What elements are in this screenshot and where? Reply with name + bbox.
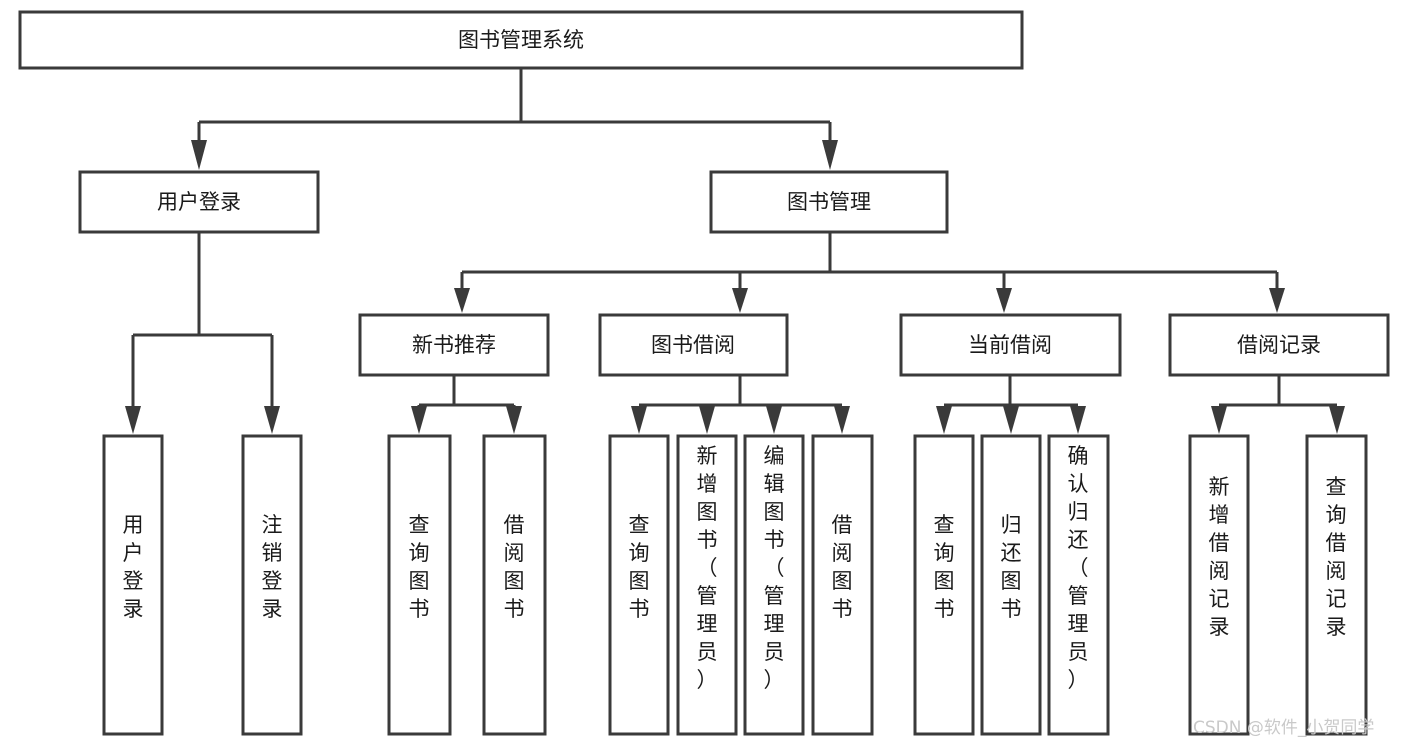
arrow-borrow-record-leaf-1: [1211, 406, 1227, 434]
user-login-box[interactable]: [78, 170, 320, 234]
node-leaf-confirm-return[interactable]: 确认归还（管理员）: [1047, 434, 1110, 736]
node-leaf-borrow-book-1[interactable]: 借阅图书: [482, 434, 547, 736]
node-current-borrow[interactable]: 当前借阅: [899, 313, 1122, 377]
book-manage-label: 图书管理: [787, 190, 871, 214]
leaf-add-record-box[interactable]: [1188, 434, 1250, 736]
arrow-book-borrow-leaf-3: [766, 406, 782, 434]
arrow-current-borrow-leaf-1: [936, 406, 952, 434]
leaf-borrow-book-2-label: 借阅图书: [832, 513, 853, 621]
arrow-to-book-borrow: [732, 288, 748, 313]
node-leaf-query-book-2[interactable]: 查询图书: [608, 434, 670, 736]
leaf-return-book-box[interactable]: [980, 434, 1042, 736]
book-borrow-box[interactable]: [598, 313, 789, 377]
leaf-confirm-return-label: 确认归还（管理员）: [1068, 444, 1089, 692]
node-leaf-user-login[interactable]: 用户登录: [102, 434, 164, 736]
current-borrow-box[interactable]: [899, 313, 1122, 377]
book-borrow-label: 图书借阅: [651, 333, 735, 357]
current-borrow-label: 当前借阅: [968, 333, 1052, 357]
leaf-user-login-box[interactable]: [102, 434, 164, 736]
leaf-edit-book-label: 编辑图书（管理员）: [764, 444, 785, 692]
node-borrow-record[interactable]: 借阅记录: [1168, 313, 1390, 377]
node-leaf-query-record[interactable]: 查询借阅记录: [1305, 434, 1368, 736]
leaf-add-book-box[interactable]: [676, 434, 738, 736]
csdn-watermark: CSDN @软件_小贺同学: [1193, 718, 1374, 738]
node-leaf-return-book[interactable]: 归还图书: [980, 434, 1042, 736]
leaf-edit-book-box[interactable]: [743, 434, 805, 736]
arrow-root-to-user-login: [191, 140, 207, 170]
leaf-borrow-book-2-box[interactable]: [811, 434, 874, 736]
user-login-label: 用户登录: [157, 190, 241, 214]
leaf-query-book-2-label: 查询图书: [629, 513, 650, 621]
leaf-borrow-book-1-box[interactable]: [482, 434, 547, 736]
node-leaf-borrow-book-2[interactable]: 借阅图书: [811, 434, 874, 736]
arrow-user-login-leaf-1: [125, 406, 141, 434]
leaf-logout-label: 注销登录: [262, 513, 283, 621]
new-book-rec-box[interactable]: [358, 313, 550, 377]
node-new-book-rec[interactable]: 新书推荐: [358, 313, 550, 377]
node-book-borrow[interactable]: 图书借阅: [598, 313, 789, 377]
arrow-current-borrow-leaf-3: [1070, 406, 1086, 434]
arrow-root-to-book-manage: [822, 140, 838, 170]
node-user-login[interactable]: 用户登录: [78, 170, 320, 234]
arrow-book-borrow-leaf-1: [631, 406, 647, 434]
borrow-record-label: 借阅记录: [1237, 333, 1321, 357]
leaf-user-login-label: 用户登录: [123, 513, 144, 621]
arrow-borrow-record-leaf-2: [1329, 406, 1345, 434]
arrow-new-book-rec-leaf-2: [506, 406, 522, 434]
arrow-book-borrow-leaf-2: [699, 406, 715, 434]
new-book-rec-label: 新书推荐: [412, 333, 496, 357]
leaf-query-book-3-box[interactable]: [913, 434, 975, 736]
leaf-add-book-label: 新增图书（管理员）: [697, 444, 718, 692]
leaf-query-book-3-label: 查询图书: [934, 513, 955, 621]
leaf-borrow-book-1-label: 借阅图书: [504, 513, 525, 621]
arrow-new-book-rec-leaf-1: [411, 406, 427, 434]
leaf-return-book-label: 归还图书: [1001, 513, 1022, 621]
leaf-confirm-return-box[interactable]: [1047, 434, 1110, 736]
node-leaf-query-book-1[interactable]: 查询图书: [387, 434, 452, 736]
arrow-to-new-book-rec: [454, 288, 470, 313]
node-leaf-edit-book[interactable]: 编辑图书（管理员）: [743, 434, 805, 736]
node-root[interactable]: 图书管理系统: [18, 10, 1024, 70]
borrow-record-box[interactable]: [1168, 313, 1390, 377]
leaf-query-record-label: 查询借阅记录: [1326, 475, 1347, 639]
node-book-manage[interactable]: 图书管理: [709, 170, 949, 234]
arrow-user-login-leaf-2: [264, 406, 280, 434]
node-leaf-query-book-3[interactable]: 查询图书: [913, 434, 975, 736]
root-label: 图书管理系统: [458, 28, 584, 52]
leaf-logout-box[interactable]: [241, 434, 303, 736]
node-leaf-add-book[interactable]: 新增图书（管理员）: [676, 434, 738, 736]
root-box[interactable]: [18, 10, 1024, 70]
arrow-current-borrow-leaf-2: [1003, 406, 1019, 434]
node-leaf-add-record[interactable]: 新增借阅记录: [1188, 434, 1250, 736]
book-manage-box[interactable]: [709, 170, 949, 234]
connector-layer: [125, 68, 1345, 434]
leaf-query-book-1-label: 查询图书: [409, 513, 430, 621]
arrow-to-borrow-record: [1269, 288, 1285, 313]
leaf-query-record-box[interactable]: [1305, 434, 1368, 736]
leaf-add-record-label: 新增借阅记录: [1209, 475, 1230, 639]
leaf-query-book-2-box[interactable]: [608, 434, 670, 736]
node-leaf-logout[interactable]: 注销登录: [241, 434, 303, 736]
leaf-query-book-1-box[interactable]: [387, 434, 452, 736]
arrow-book-borrow-leaf-4: [834, 406, 850, 434]
arrow-to-current-borrow: [996, 288, 1012, 313]
